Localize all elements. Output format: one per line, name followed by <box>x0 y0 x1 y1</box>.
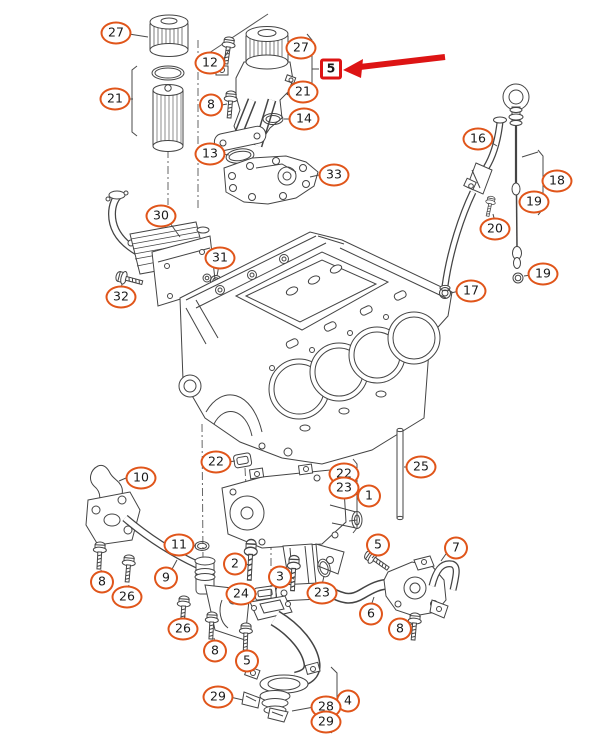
callout-24[interactable]: 24 <box>225 582 257 606</box>
callout-13[interactable]: 13 <box>194 142 226 166</box>
oil-filter-element <box>152 84 184 152</box>
callout-29[interactable]: 29 <box>310 710 342 734</box>
callout-11[interactable]: 11 <box>163 533 195 557</box>
callout-6[interactable]: 6 <box>359 602 383 626</box>
bracket-plate-33 <box>223 155 319 205</box>
callout-33[interactable]: 33 <box>318 163 350 187</box>
clip-29-right <box>267 707 289 723</box>
callout-26[interactable]: 26 <box>111 585 143 609</box>
callout-29[interactable]: 29 <box>202 685 234 709</box>
oil-pipe-6 <box>327 555 449 619</box>
clip-29-left <box>241 691 261 709</box>
callout-21[interactable]: 21 <box>287 80 319 104</box>
callout-8[interactable]: 8 <box>203 639 227 663</box>
oring-14 <box>262 113 284 125</box>
suction-pipe-9 <box>85 491 251 641</box>
oil-filter-oring <box>151 65 185 81</box>
callout-17[interactable]: 17 <box>455 279 487 303</box>
callout-2[interactable]: 2 <box>223 552 247 576</box>
oring-11 <box>194 541 210 551</box>
callout-23[interactable]: 23 <box>328 476 360 500</box>
gasket-22 <box>233 452 253 469</box>
screw-20 <box>482 194 497 218</box>
callout-27[interactable]: 27 <box>285 36 317 60</box>
callout-20[interactable]: 20 <box>479 217 511 241</box>
callout-3[interactable]: 3 <box>268 565 292 589</box>
highlighted-callout-5[interactable]: 5 <box>320 58 342 80</box>
dipstick-tube-16 <box>439 116 507 292</box>
red-arrow <box>343 54 446 78</box>
bolt-26-left <box>120 553 137 583</box>
callout-8[interactable]: 8 <box>388 617 412 641</box>
callout-22[interactable]: 22 <box>200 450 232 474</box>
callout-25[interactable]: 25 <box>405 455 437 479</box>
gasket-7 <box>428 560 460 591</box>
callout-16[interactable]: 16 <box>462 127 494 151</box>
callout-14[interactable]: 14 <box>288 107 320 131</box>
callout-10[interactable]: 10 <box>125 466 157 490</box>
oring-19 <box>512 272 524 284</box>
intake-pipe-4 <box>244 595 321 715</box>
callout-31[interactable]: 31 <box>204 246 236 270</box>
callout-19[interactable]: 19 <box>518 190 550 214</box>
callout-23[interactable]: 23 <box>306 581 338 605</box>
callout-21[interactable]: 21 <box>99 87 131 111</box>
oil-filter-cap <box>149 14 189 57</box>
callout-8[interactable]: 8 <box>90 570 114 594</box>
oring-23 <box>317 558 331 578</box>
drive-shaft-25 <box>396 427 404 521</box>
callout-12[interactable]: 12 <box>194 51 226 75</box>
group-boundary-line <box>202 13 269 58</box>
callout-1[interactable]: 1 <box>357 484 381 508</box>
callout-8[interactable]: 8 <box>199 93 223 117</box>
callout-18[interactable]: 18 <box>541 169 573 193</box>
callout-7[interactable]: 7 <box>444 536 468 560</box>
callout-26[interactable]: 26 <box>167 617 199 641</box>
callout-32[interactable]: 32 <box>105 285 137 309</box>
callout-30[interactable]: 30 <box>145 204 177 228</box>
bolt-8-left <box>91 541 108 570</box>
callout-9[interactable]: 9 <box>154 566 178 590</box>
callout-5[interactable]: 5 <box>235 649 259 673</box>
callout-5[interactable]: 5 <box>366 533 390 557</box>
callout-19[interactable]: 19 <box>527 262 559 286</box>
dipstick-18 <box>502 83 530 269</box>
callout-27[interactable]: 27 <box>100 21 132 45</box>
oring-17 <box>439 287 451 299</box>
engine-block <box>178 231 453 465</box>
